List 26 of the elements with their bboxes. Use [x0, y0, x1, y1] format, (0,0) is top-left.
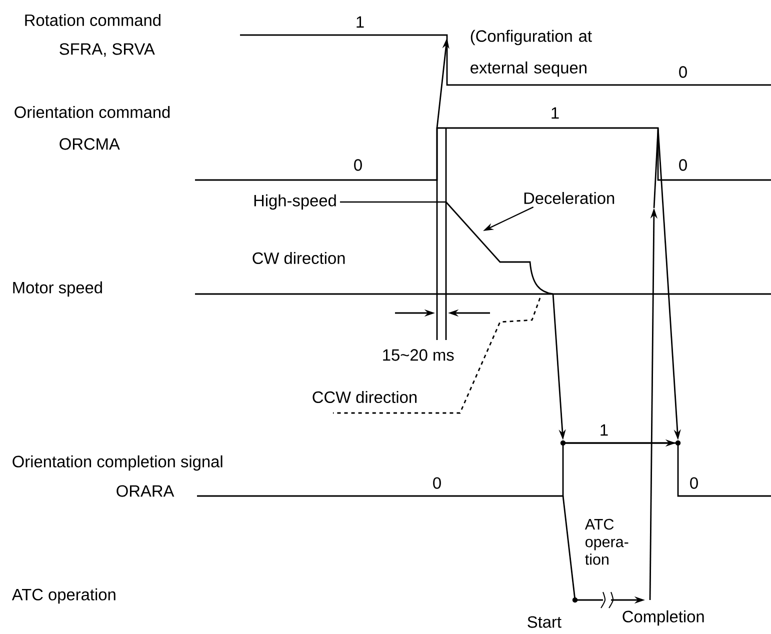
signal-label: CCW direction — [312, 390, 417, 404]
level-label: 0 — [690, 477, 698, 489]
signal-label: High-speed — [254, 194, 336, 210]
note-text: ATC opera-tion — [584, 518, 628, 565]
signal-label: SFRA, SRVA — [60, 43, 155, 57]
level-label: 1 — [600, 424, 608, 436]
signal-label: Orientation completion signal — [12, 455, 222, 471]
signal-label: CW direction — [252, 252, 345, 264]
level-label: 0 — [679, 66, 687, 78]
signal-label: Motor speed — [13, 281, 102, 297]
level-label: 1 — [552, 107, 559, 119]
signal-label: Start — [528, 616, 562, 628]
signal-label: ATC operation — [12, 588, 116, 604]
level-label: 1 — [356, 16, 364, 28]
leader-line — [340, 201, 446, 203]
level-label: 0 — [354, 159, 362, 171]
dimension-label: 15~20 ms — [383, 349, 454, 361]
level-label: 0 — [433, 477, 441, 489]
signal-label: ORARA — [116, 485, 174, 497]
signal-label: Completion — [622, 610, 704, 626]
note-text: (Configuration at external sequen — [470, 30, 592, 77]
signal-label: Rotation command — [25, 14, 160, 26]
signal-label: Deceleration — [524, 192, 614, 204]
signal-label: Orientation command — [14, 106, 170, 118]
signal-label: ORCMA — [60, 138, 120, 150]
level-label: 0 — [679, 159, 687, 171]
